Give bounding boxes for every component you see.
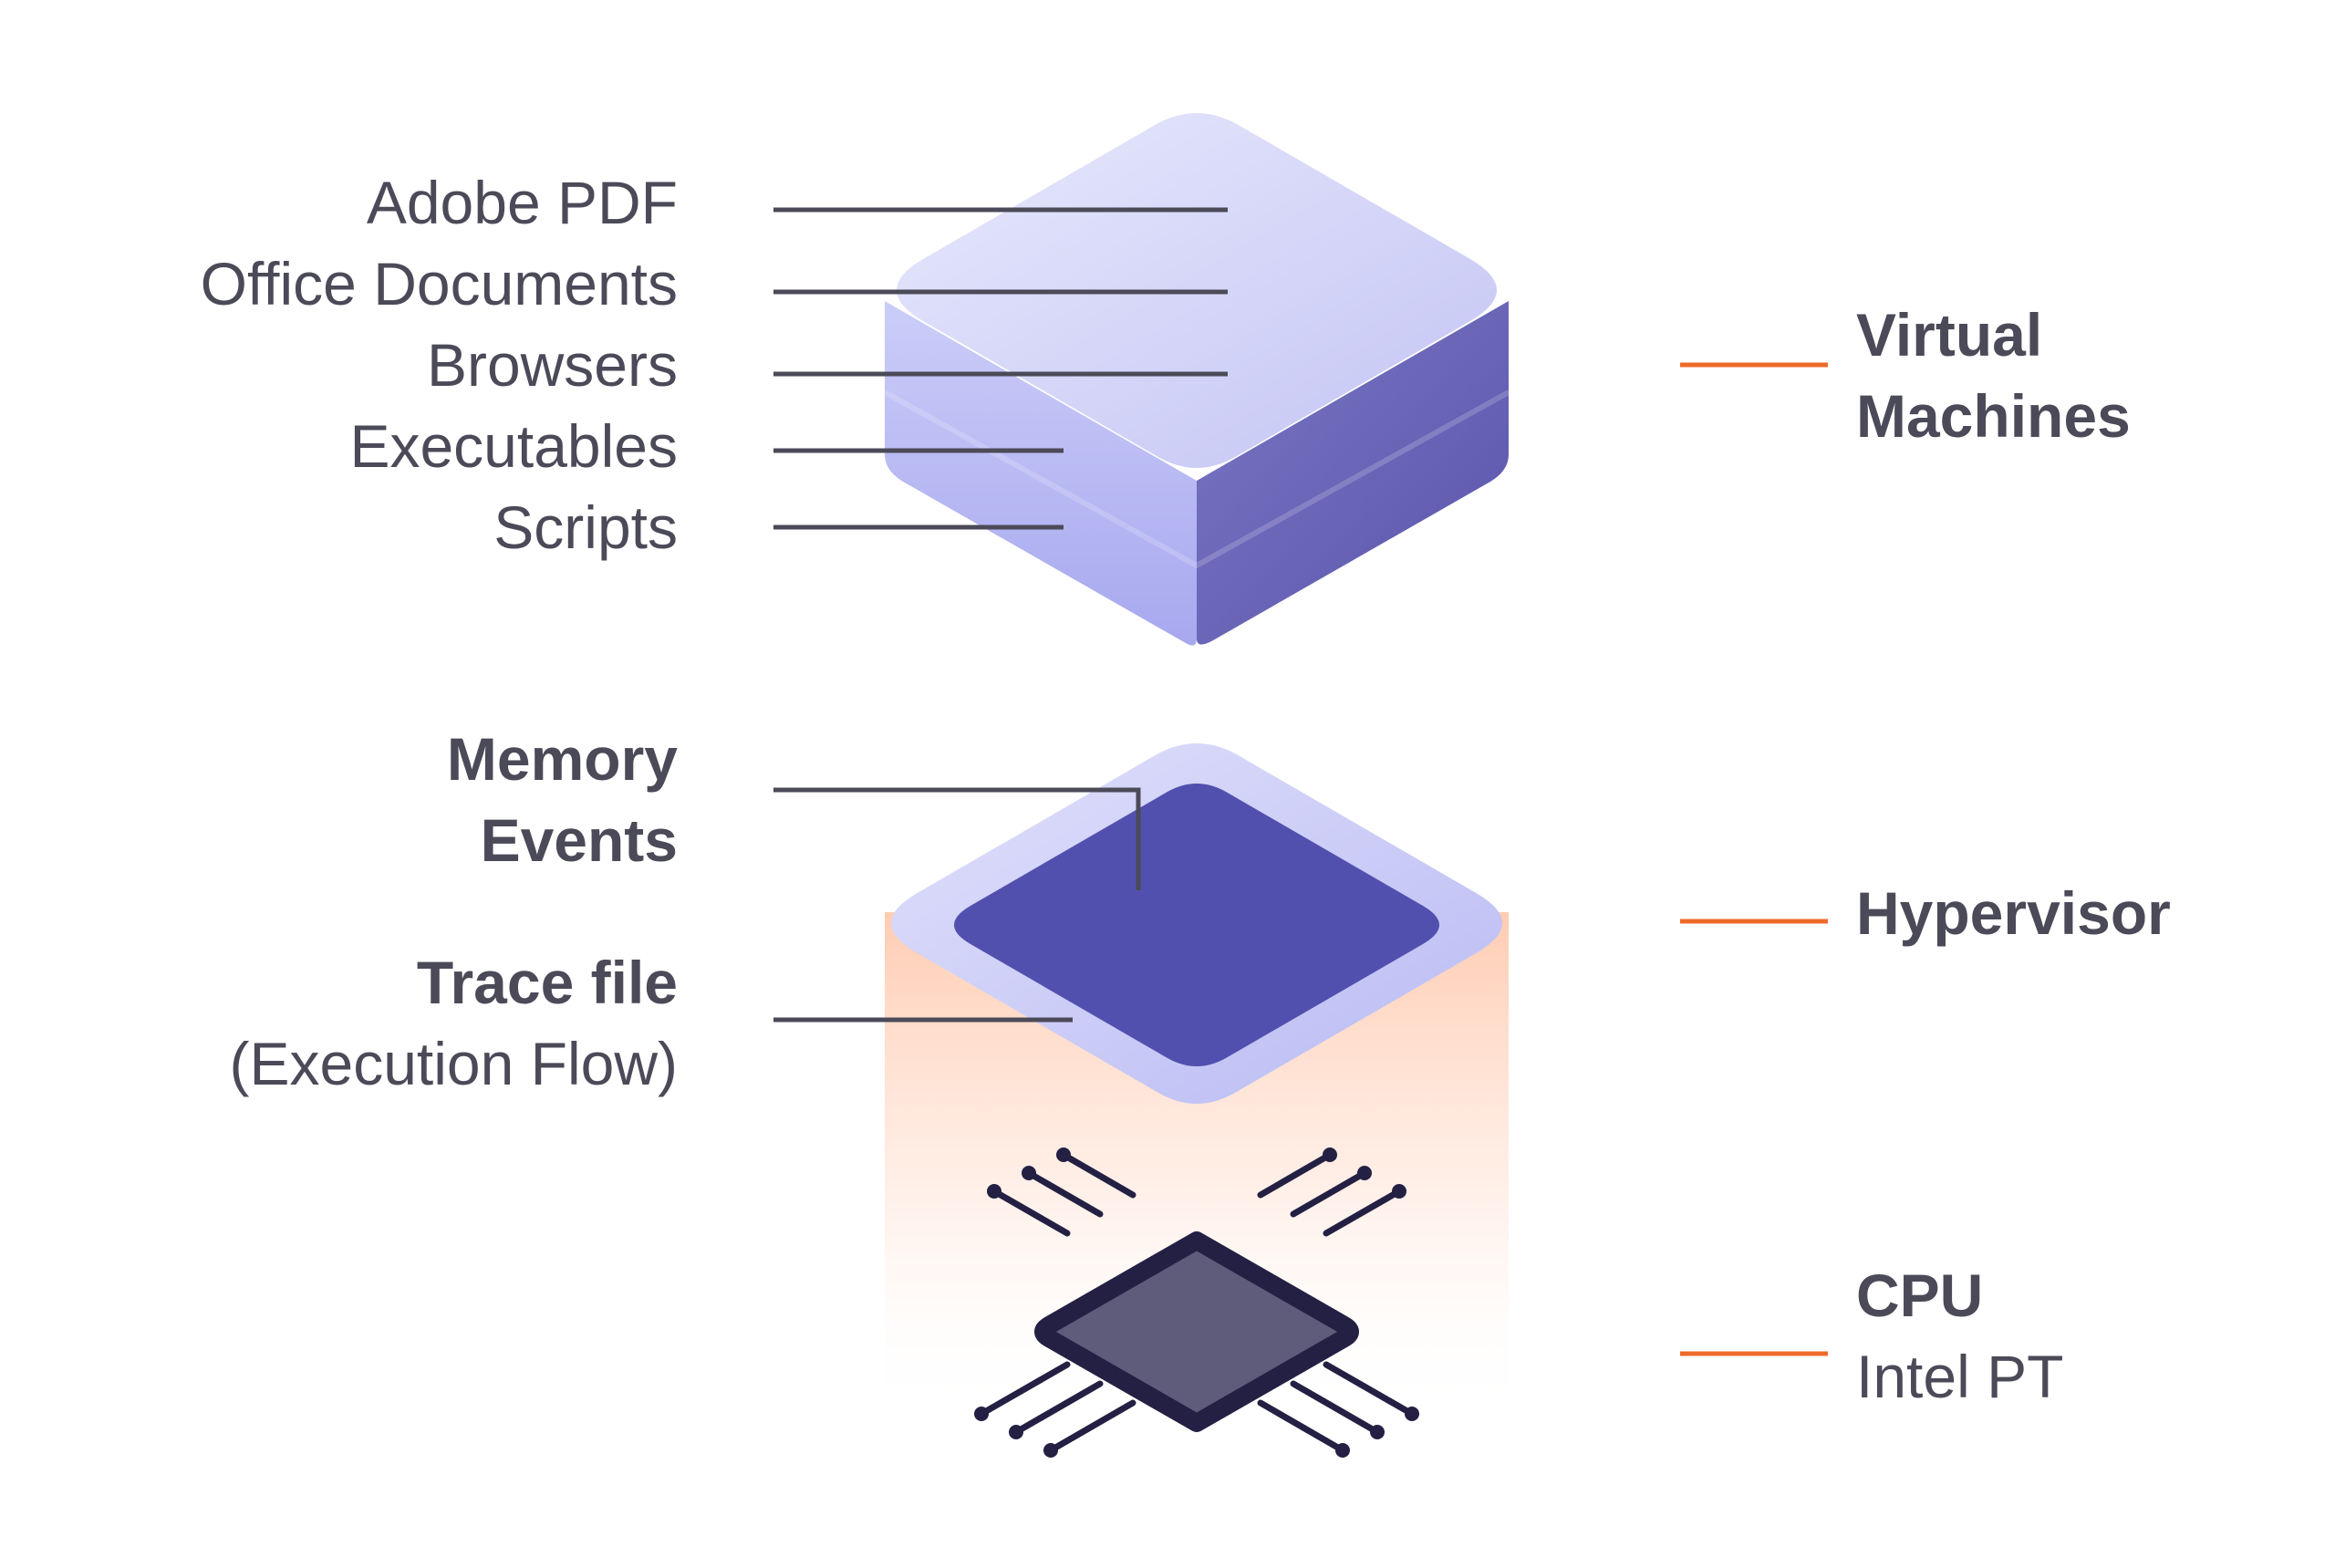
label-browsers: Browsers	[426, 331, 678, 399]
label-intel-pt: Intel PT	[1856, 1343, 2064, 1410]
label-events: Events	[480, 806, 678, 874]
label-executables: Executables	[349, 412, 678, 480]
label-cpu: CPU	[1856, 1262, 1984, 1329]
layer-markers	[1680, 362, 1828, 1356]
label-machines: Machines	[1856, 382, 2131, 450]
label-hypervisor: Hypervisor	[1856, 879, 2171, 947]
hypervisor-core	[954, 784, 1439, 1066]
label-adobe-pdf: Adobe PDF	[366, 169, 678, 236]
hypervisor-glow	[885, 912, 1509, 1423]
virtual-machine-block	[883, 113, 1510, 646]
cpu-pins	[978, 1151, 1416, 1454]
label-scripts: Scripts	[493, 493, 678, 561]
cpu-chip	[974, 1147, 1419, 1458]
label-trace-file: Trace file	[416, 949, 678, 1016]
vm-connectors	[773, 207, 1228, 530]
label-office-documents: Office Documents	[200, 250, 678, 317]
label-execution-flow: (Execution Flow)	[229, 1030, 679, 1097]
cpu-die	[1034, 1231, 1359, 1432]
label-memory: Memory	[446, 725, 678, 793]
vm-block-right-face	[1197, 301, 1509, 645]
cpu-pin-dots	[974, 1147, 1419, 1458]
connector-memory-events	[773, 787, 1141, 890]
vm-block-left-face	[885, 301, 1197, 646]
hypervisor-plate	[891, 743, 1502, 1104]
hypervisor-connectors	[773, 787, 1141, 1023]
label-virtual: Virtual	[1856, 301, 2043, 369]
